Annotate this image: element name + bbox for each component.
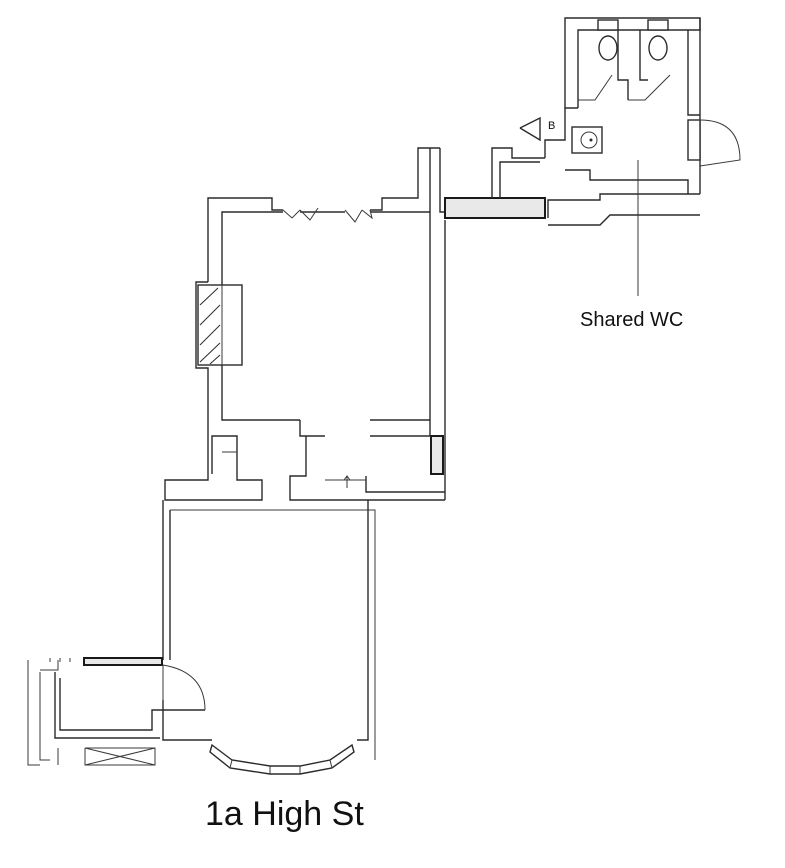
bay-window xyxy=(209,743,355,775)
shared-wc-block xyxy=(519,17,741,296)
boiler-label: B xyxy=(548,120,556,132)
toilet-bowl-2 xyxy=(648,35,668,61)
main-room xyxy=(164,147,446,501)
front-room xyxy=(162,500,376,775)
corridor-window xyxy=(444,197,546,219)
annex-window xyxy=(83,657,163,666)
toilet-cistern-1 xyxy=(597,19,619,31)
toilet-bowl-1 xyxy=(598,35,618,61)
right-window xyxy=(430,435,444,475)
corridor xyxy=(429,147,700,226)
annex xyxy=(27,657,206,766)
toilet-cistern-2 xyxy=(647,19,669,31)
shared-wc-label: Shared WC xyxy=(580,309,684,331)
plan-title: 1a High St xyxy=(205,795,364,833)
